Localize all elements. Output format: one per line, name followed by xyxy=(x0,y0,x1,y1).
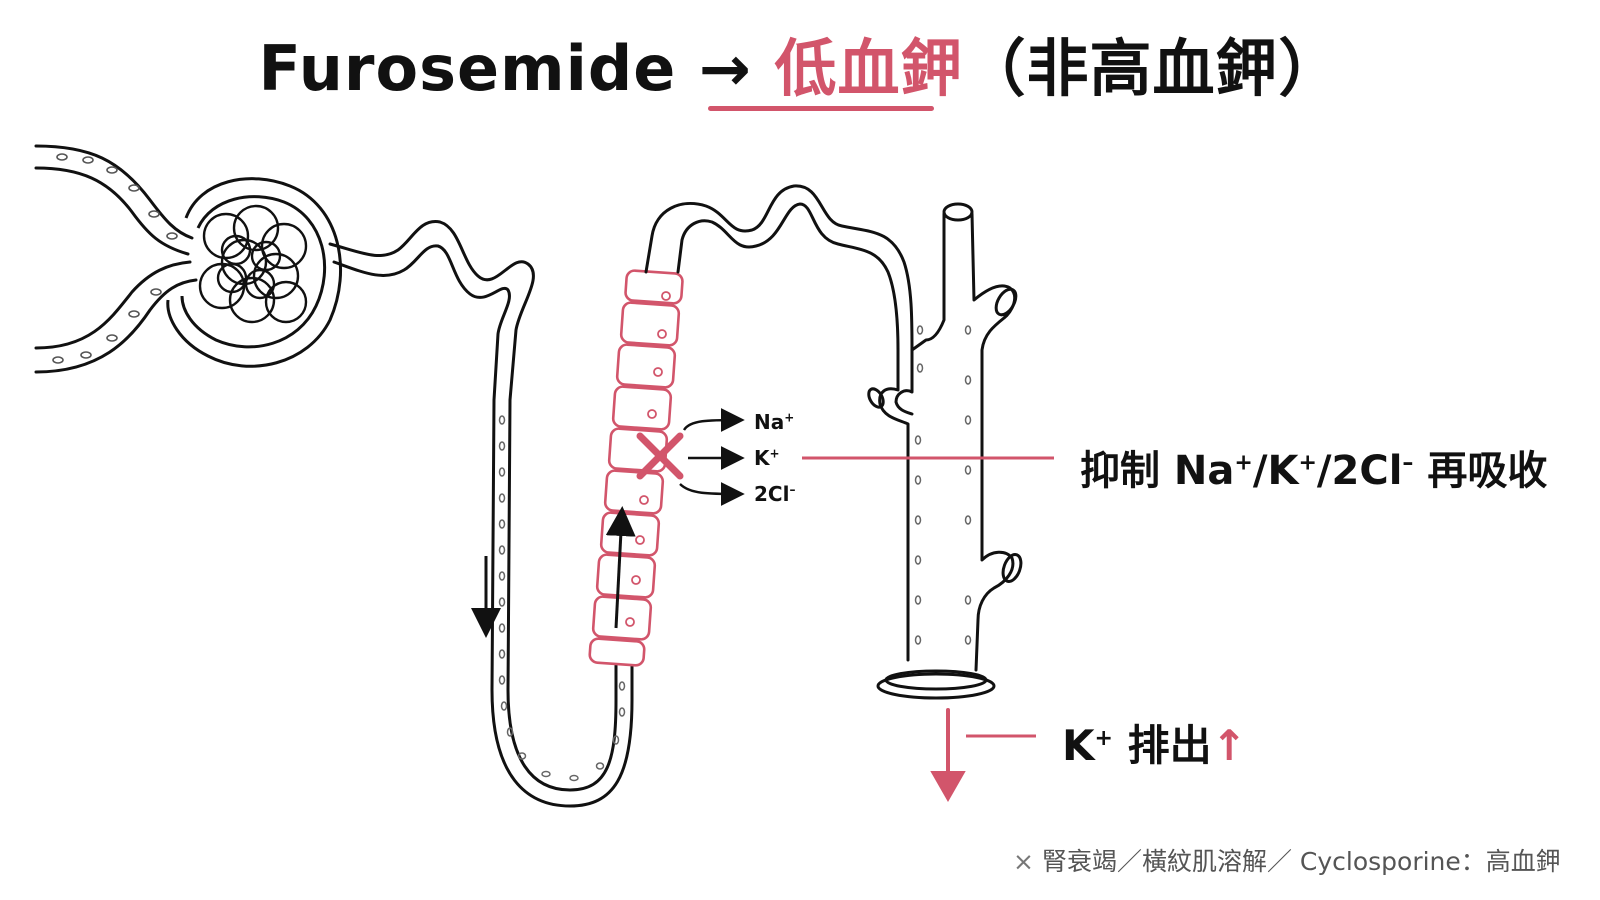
k-excretion-label: K+ 排出↑ xyxy=(1062,721,1247,770)
cl-ion-label: 2Cl– xyxy=(754,482,796,506)
title-drug: Furosemide xyxy=(258,32,677,105)
tal-cell-nuclei xyxy=(625,291,671,627)
close-icon: × xyxy=(1013,847,1034,876)
arterioles xyxy=(34,144,198,374)
ion-transport-arrows xyxy=(679,408,745,506)
up-arrow-icon: ↑ xyxy=(1211,721,1247,770)
k-ion-label: K+ xyxy=(754,446,780,470)
footnote-text: 腎衰竭／橫紋肌溶解／ Cyclosporine：高血鉀 xyxy=(1041,847,1561,876)
page-title: Furosemide → 低血鉀（非高血鉀） xyxy=(0,18,1600,108)
glomerulus xyxy=(198,204,308,324)
inhibit-reabsorption-label: 抑制 Na+/K+/2Cl– 再吸收 xyxy=(1080,448,1548,494)
title-note: （非高血鉀） xyxy=(963,32,1342,105)
collecting-duct-dots xyxy=(914,325,972,645)
descending-limb-dots xyxy=(498,415,626,782)
cl-transport-arrow xyxy=(679,481,745,506)
na-transport-arrow xyxy=(682,408,745,433)
title-underline xyxy=(708,106,934,111)
inhibition-x-icon xyxy=(636,432,684,480)
title-effect: 低血鉀 xyxy=(774,32,964,105)
title-arrow: → xyxy=(698,32,752,105)
proximal-tubule xyxy=(328,220,634,808)
na-ion-label: Na+ xyxy=(754,410,795,434)
ascending-flow-arrow xyxy=(605,506,636,629)
flow-arrows xyxy=(471,506,636,638)
distal-tubule xyxy=(644,184,914,352)
collecting-duct xyxy=(867,202,1023,700)
footnote: ×腎衰竭／橫紋肌溶解／ Cyclosporine：高血鉀 xyxy=(1013,842,1561,878)
k-excretion-arrow xyxy=(930,708,966,803)
bowmans-capsule xyxy=(166,177,342,368)
arteriole-dots xyxy=(52,153,178,364)
